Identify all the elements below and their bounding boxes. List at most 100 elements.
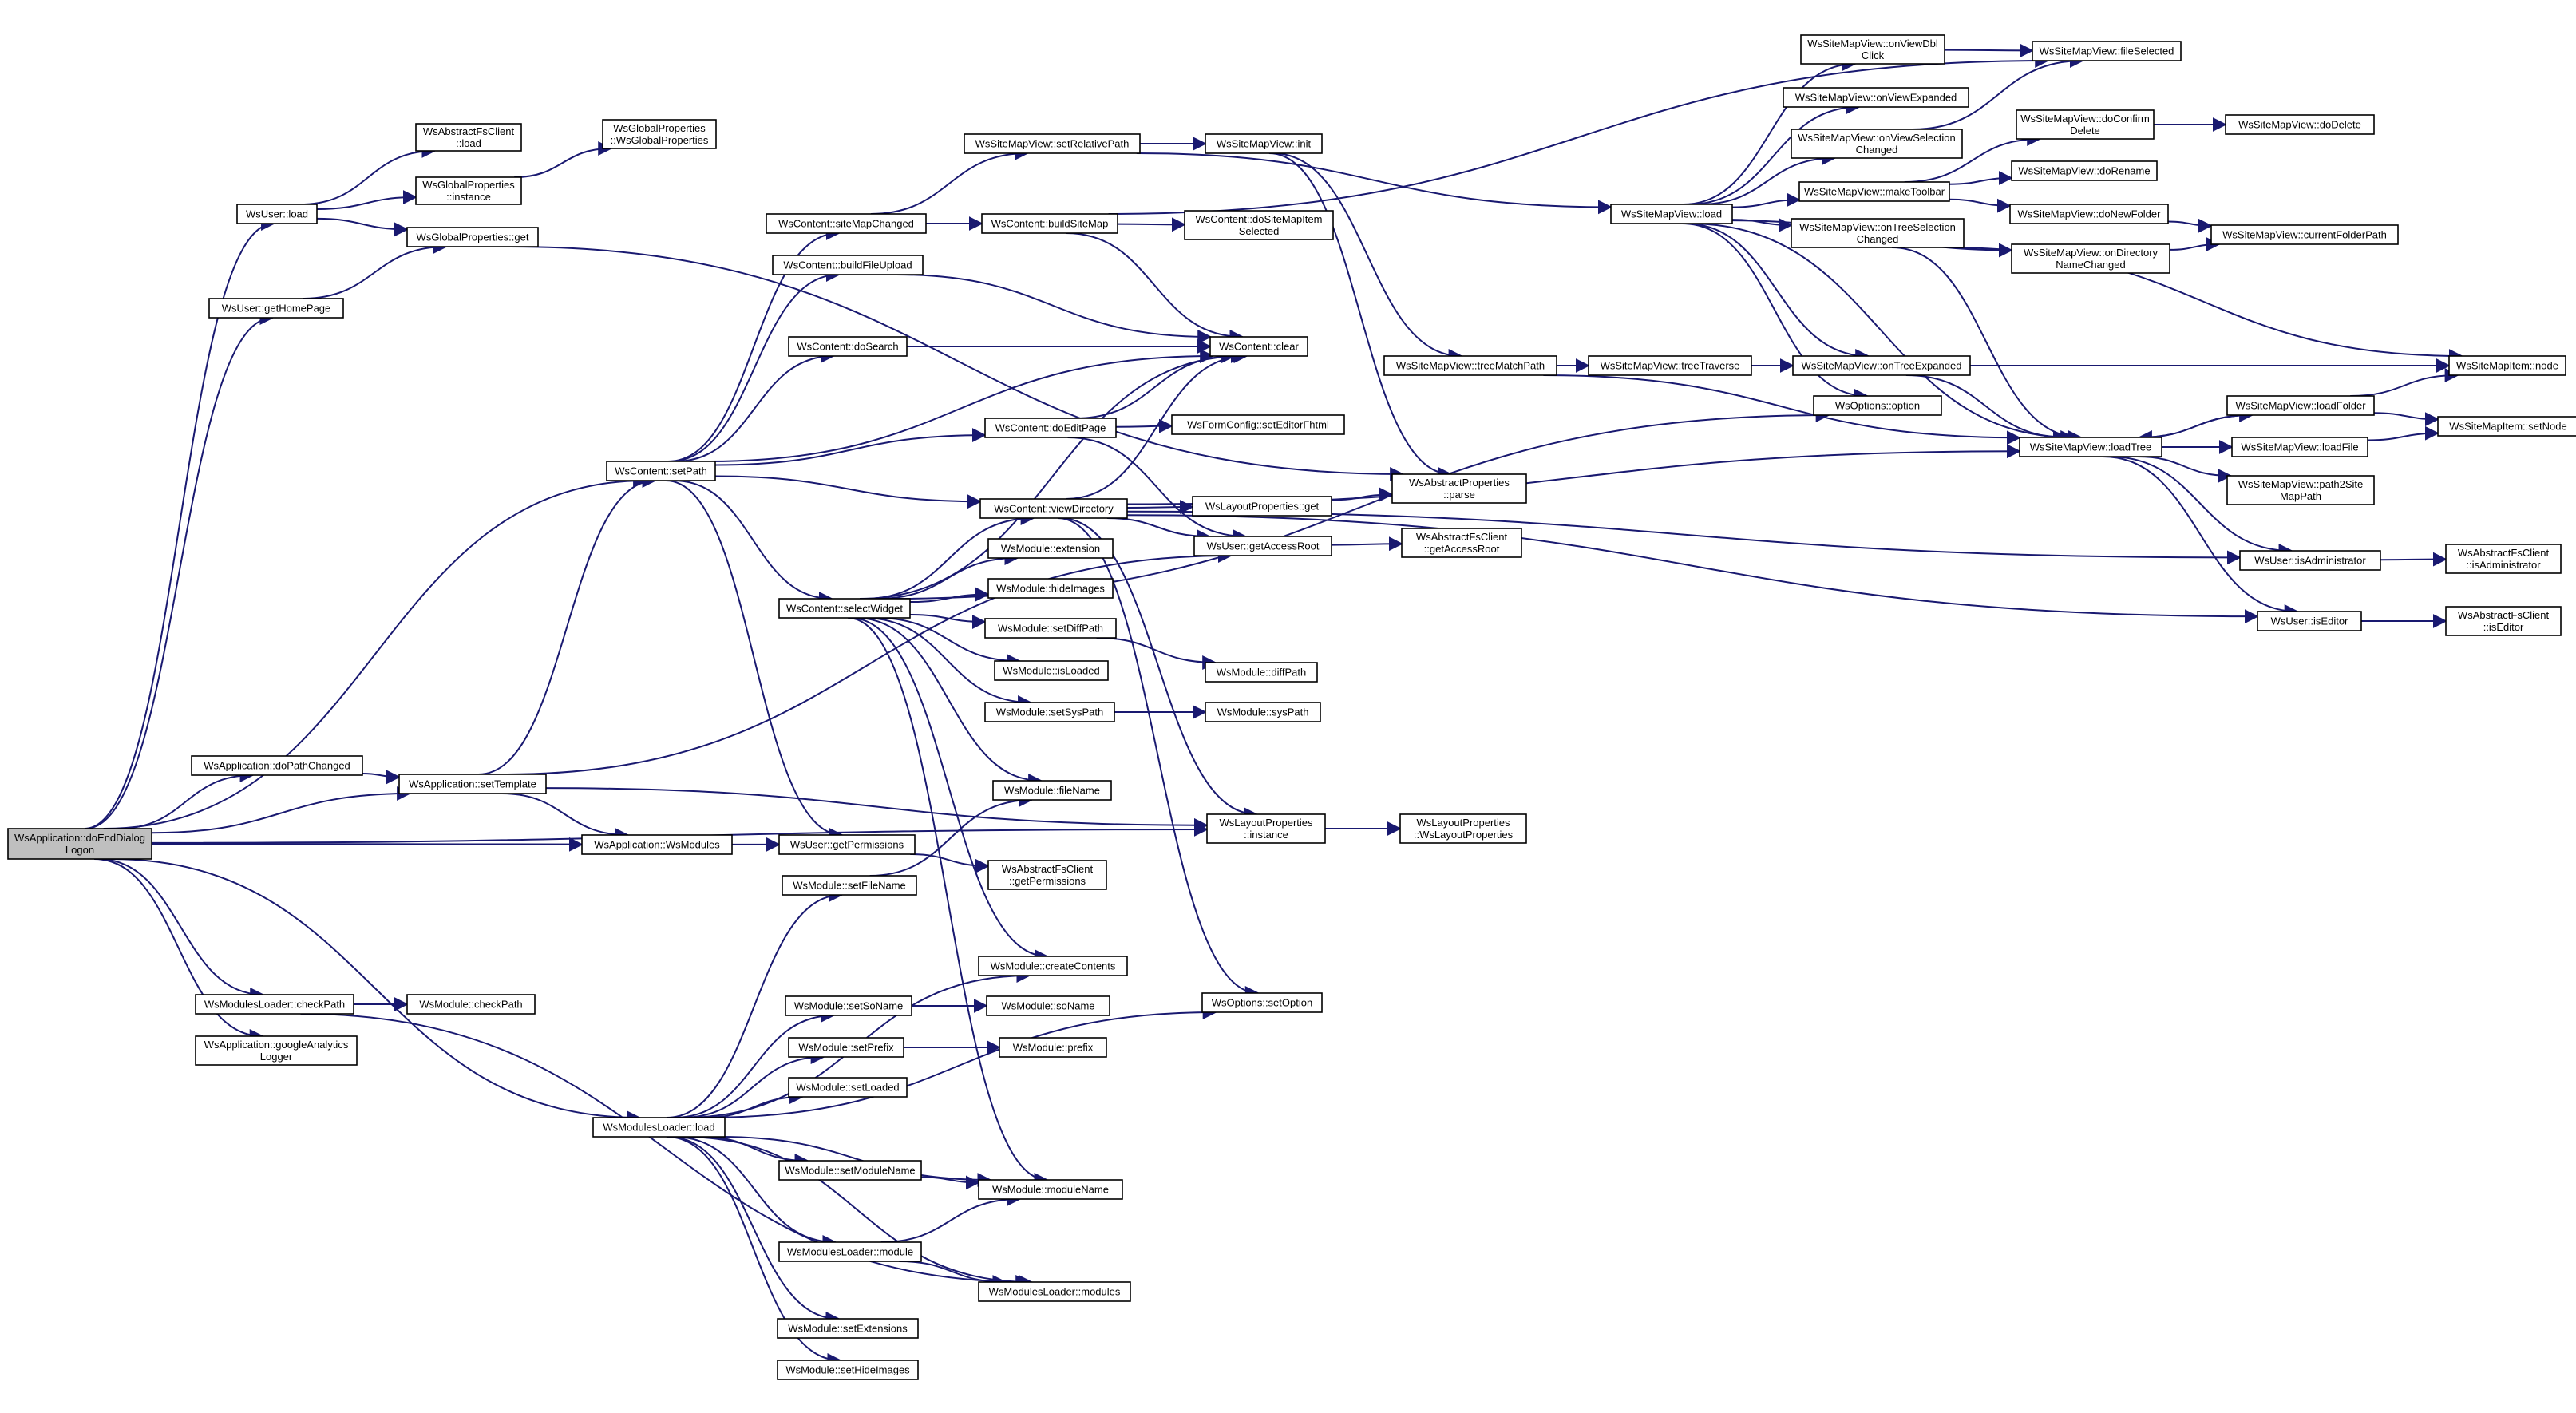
node-mlmodules[interactable]: WsModulesLoader::modules xyxy=(978,1281,1131,1302)
node-box xyxy=(2226,395,2375,416)
node-box xyxy=(1399,813,1527,844)
node-option[interactable]: WsOptions::option xyxy=(1813,395,1942,416)
node-diff[interactable]: WsModule::diffPath xyxy=(1205,662,1318,683)
node-ttrav[interactable]: WsSiteMapView::treeTraverse xyxy=(1588,355,1752,376)
node-ext[interactable]: WsModule::extension xyxy=(987,538,1114,559)
node-doedit[interactable]: WsContent::doEditPage xyxy=(984,418,1117,438)
node-gpinst[interactable]: WsGlobalProperties::instance xyxy=(415,176,522,205)
node-isadmin[interactable]: WsUser::isAdministrator xyxy=(2239,550,2381,571)
edge-setpath-to-getperm xyxy=(665,480,844,842)
node-mlmodule[interactable]: WsModulesLoader::module xyxy=(778,1241,922,1262)
node-viewexp[interactable]: WsSiteMapView::onViewExpanded xyxy=(1783,87,1969,108)
node-selwidget[interactable]: WsContent::selectWidget xyxy=(778,598,911,619)
node-fseditor[interactable]: WsAbstractFsClient::isEditor xyxy=(2445,606,2562,636)
node-prefix[interactable]: WsModule::prefix xyxy=(999,1037,1107,1058)
node-label: WsGlobalProperties xyxy=(613,122,706,134)
node-modcheck[interactable]: WsModule::checkPath xyxy=(406,994,536,1015)
node-fsload[interactable]: WsAbstractFsClient::load xyxy=(415,123,522,152)
node-setdiff[interactable]: WsModule::setDiffPath xyxy=(984,618,1117,639)
node-setopt[interactable]: WsOptions::setOption xyxy=(1201,992,1323,1013)
node-hideimg[interactable]: WsModule::hideImages xyxy=(987,578,1114,599)
node-smvsetrel[interactable]: WsSiteMapView::setRelativePath xyxy=(964,133,1141,154)
node-label: Changed xyxy=(1857,233,1899,245)
node-getperm[interactable]: WsUser::getPermissions xyxy=(778,834,916,855)
node-fsroot[interactable]: WsAbstractFsClient::getAccessRoot xyxy=(1401,528,1522,558)
node-setloaded[interactable]: WsModule::setLoaded xyxy=(788,1077,908,1098)
node-bsm[interactable]: WsContent::buildSiteMap xyxy=(981,213,1118,234)
node-treeexp[interactable]: WsSiteMapView::onTreeExpanded xyxy=(1792,355,1971,376)
node-setsys[interactable]: WsModule::setSysPath xyxy=(984,702,1115,722)
node-loadtree[interactable]: WsSiteMapView::loadTree xyxy=(2019,437,2162,457)
node-setso[interactable]: WsModule::setSoName xyxy=(785,995,912,1016)
node-label: WsModule::setDiffPath xyxy=(998,623,1103,635)
node-fsperm[interactable]: WsAbstractFsClient::getPermissions xyxy=(987,860,1107,890)
node-setpath[interactable]: WsContent::setPath xyxy=(606,461,716,481)
node-label: WsApplication::doPathChanged xyxy=(204,760,350,772)
node-userload[interactable]: WsUser::load xyxy=(236,204,318,224)
node-gpctor[interactable]: WsGlobalProperties::WsGlobalProperties xyxy=(602,119,717,149)
node-modname[interactable]: WsModule::moduleName xyxy=(978,1179,1123,1200)
node-label: WsUser::getAccessRoot xyxy=(1207,540,1320,552)
node-wsmods[interactable]: WsApplication::WsModules xyxy=(581,834,733,855)
node-label: WsSiteMapItem::node xyxy=(2456,360,2558,372)
edge-loadfolder-to-loadtree xyxy=(2137,414,2253,445)
node-smvinit[interactable]: WsSiteMapView::init xyxy=(1205,133,1323,154)
node-loadfolder[interactable]: WsSiteMapView::loadFolder xyxy=(2226,395,2375,416)
node-toolbar[interactable]: WsSiteMapView::makeToolbar xyxy=(1798,181,1950,202)
node-itemnode[interactable]: WsSiteMapItem::node xyxy=(2448,355,2566,376)
node-gpget[interactable]: WsGlobalProperties::get xyxy=(406,227,539,247)
node-isloaded[interactable]: WsModule::isLoaded xyxy=(994,660,1109,681)
node-fsadmin[interactable]: WsAbstractFsClient::isAdministrator xyxy=(2445,544,2562,574)
node-clear[interactable]: WsContent::clear xyxy=(1209,336,1308,357)
node-setmodname[interactable]: WsModule::setModuleName xyxy=(778,1160,922,1181)
node-sys[interactable]: WsModule::sysPath xyxy=(1205,702,1321,722)
node-box xyxy=(581,834,733,855)
node-setext[interactable]: WsModule::setExtensions xyxy=(777,1318,919,1339)
node-settmpl[interactable]: WsApplication::setTemplate xyxy=(398,774,547,794)
node-dodel[interactable]: WsSiteMapView::doDelete xyxy=(2225,114,2375,135)
node-box xyxy=(1391,473,1527,504)
node-apparse[interactable]: WsAbstractProperties::parse xyxy=(1391,473,1527,504)
node-iseditor[interactable]: WsUser::isEditor xyxy=(2257,611,2362,631)
node-lpget[interactable]: WsLayoutProperties::get xyxy=(1192,496,1332,517)
edge-gpinst-to-gpctor xyxy=(514,141,613,178)
node-dopath[interactable]: WsApplication::doPathChanged xyxy=(191,755,363,776)
node-smchanged[interactable]: WsContent::siteMapChanged xyxy=(766,213,927,234)
edge-mlload-to-setopt xyxy=(705,1005,1217,1118)
node-home[interactable]: WsUser::getHomePage xyxy=(208,298,344,319)
node-sethide[interactable]: WsModule::setHideImages xyxy=(777,1360,919,1380)
node-createc[interactable]: WsModule::createContents xyxy=(978,956,1128,976)
node-curfolder[interactable]: WsSiteMapView::currentFolderPath xyxy=(2210,224,2399,245)
node-fsel[interactable]: WsSiteMapView::fileSelected xyxy=(2032,41,2182,61)
node-itemset[interactable]: WsSiteMapItem::setNode xyxy=(2437,416,2576,437)
node-bfu[interactable]: WsContent::buildFileUpload xyxy=(772,255,924,275)
node-lpinst[interactable]: WsLayoutProperties::instance xyxy=(1206,813,1326,844)
node-viewdir[interactable]: WsContent::viewDirectory xyxy=(979,498,1128,519)
node-setfn[interactable]: WsModule::setFileName xyxy=(782,875,917,896)
node-mlcheck[interactable]: WsModulesLoader::checkPath xyxy=(195,994,354,1015)
node-label: WsFormConfig::setEditorFhtml xyxy=(1187,419,1329,431)
node-fname[interactable]: WsModule::fileName xyxy=(992,780,1112,801)
node-newfolder[interactable]: WsSiteMapView::doNewFolder xyxy=(2009,204,2169,224)
node-rename[interactable]: WsSiteMapView::doRename xyxy=(2011,160,2158,181)
node-getroot[interactable]: WsUser::getAccessRoot xyxy=(1193,536,1332,556)
node-loadfile[interactable]: WsSiteMapView::loadFile xyxy=(2231,437,2368,457)
node-so[interactable]: WsModule::soName xyxy=(986,995,1110,1016)
node-dosearch[interactable]: WsContent::doSearch xyxy=(788,336,908,357)
node-label: WsModule::setModuleName xyxy=(785,1165,915,1177)
node-tmatch[interactable]: WsSiteMapView::treeMatchPath xyxy=(1383,355,1557,376)
node-smvload[interactable]: WsSiteMapView::load xyxy=(1610,204,1733,224)
node-lpctor[interactable]: WsLayoutProperties::WsLayoutProperties xyxy=(1399,813,1527,844)
node-setprefix[interactable]: WsModule::setPrefix xyxy=(788,1037,904,1058)
node-mlload[interactable]: WsModulesLoader::load xyxy=(592,1117,726,1138)
node-fhtml[interactable]: WsFormConfig::setEditorFhtml xyxy=(1171,414,1345,435)
